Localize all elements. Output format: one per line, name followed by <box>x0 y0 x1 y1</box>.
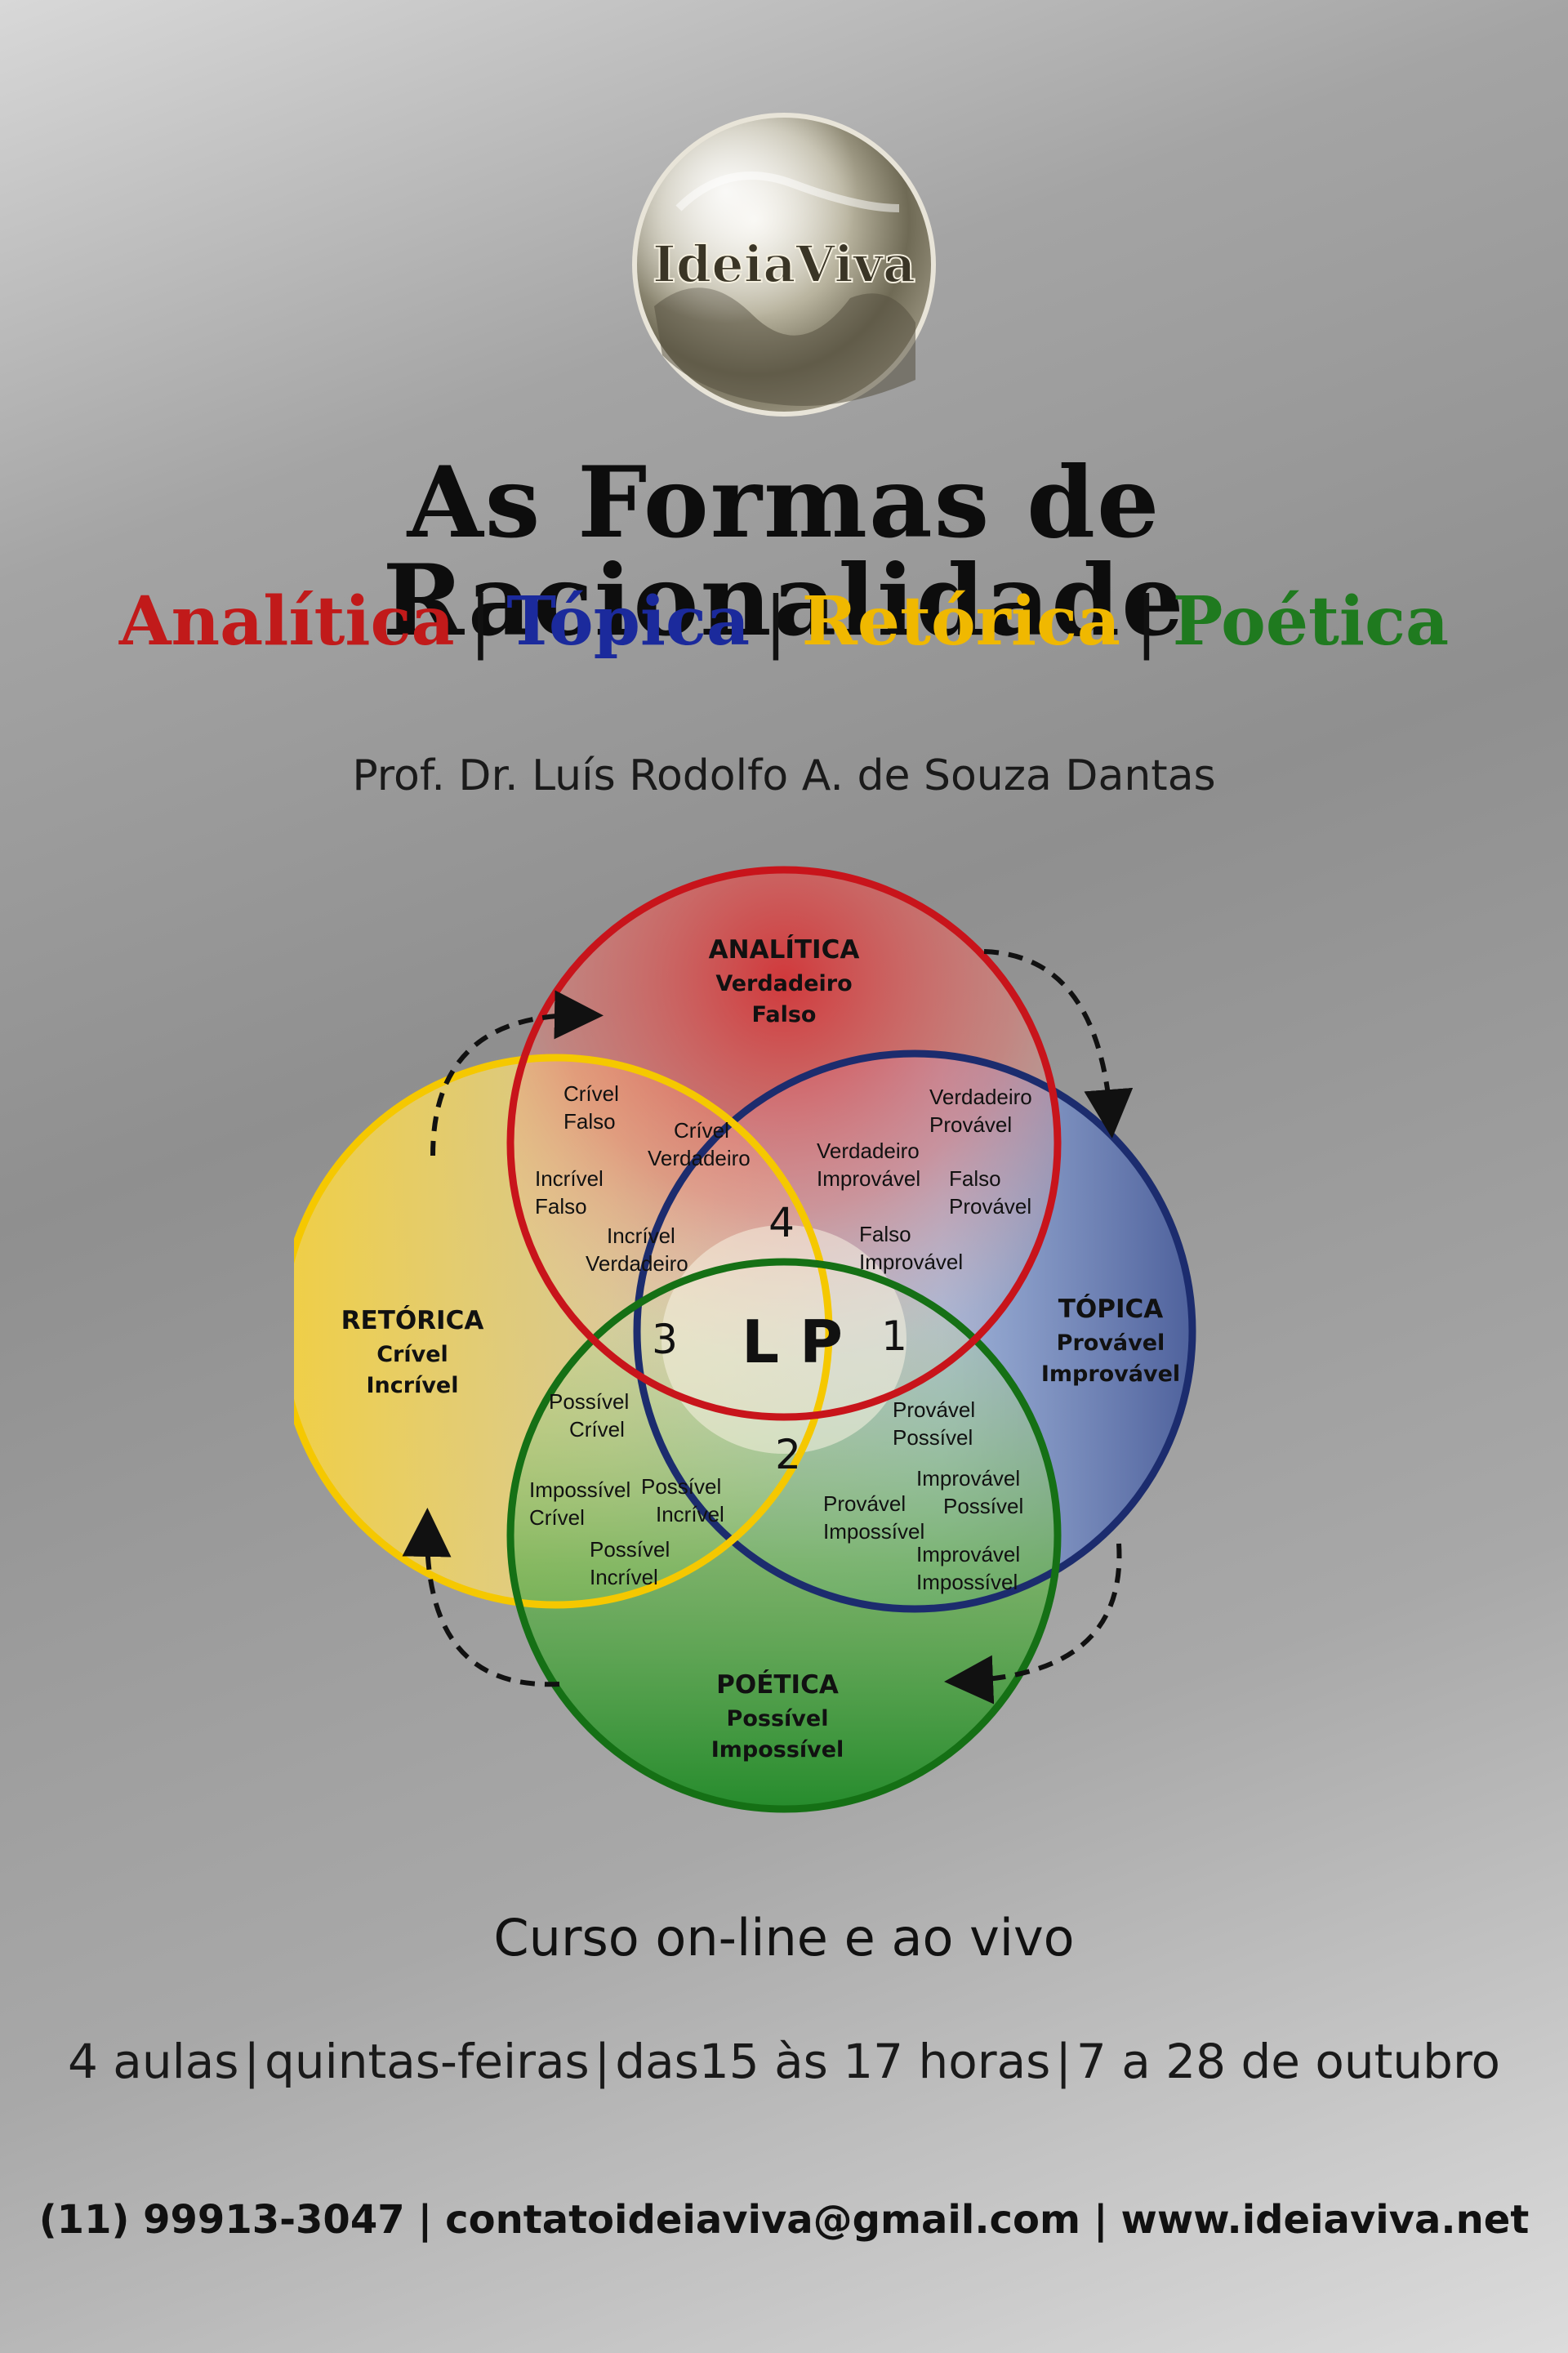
forms-subtitle: Analítica|Tópica|Retórica|Poética <box>0 588 1568 656</box>
analitica-title: ANALÍTICA <box>709 935 860 965</box>
topica-circle <box>633 1049 1196 1613</box>
subtitle-topica: Tópica <box>506 582 751 661</box>
region-at1-line1: Verdadeiro <box>929 1085 1032 1109</box>
region-ar3-line2: Falso <box>535 1194 587 1219</box>
region-rp1-line2: Crível <box>569 1417 625 1442</box>
region-at2-line2: Improvável <box>817 1166 920 1191</box>
schedule-sessions: 4 aulas <box>67 2034 239 2089</box>
schedule-hours: das15 às 17 horas <box>615 2034 1051 2089</box>
region-rp4-line2: Incrível <box>590 1565 658 1589</box>
analitica-label: ANALÍTICA Verdadeiro Falso <box>709 935 860 1027</box>
topica-line2: Improvável <box>1041 1361 1180 1387</box>
analitica-circle-fill <box>510 870 1058 1417</box>
region-rp2-line2: Crível <box>529 1505 585 1530</box>
topica-line1: Provável <box>1057 1330 1165 1356</box>
region-ar4-line2: Verdadeiro <box>586 1251 688 1276</box>
region-rp3-line1: Possível <box>641 1474 721 1499</box>
region-tp2-line1: Improvável <box>916 1466 1020 1491</box>
analitica-line2: Falso <box>752 1002 817 1027</box>
contact-email[interactable]: contatoideiaviva@gmail.com <box>445 2197 1080 2243</box>
region-ar2-line2: Verdadeiro <box>648 1146 751 1170</box>
topica-label: TÓPICA Provável Improvável <box>1041 1294 1180 1387</box>
subtitle-separator: | <box>469 583 492 661</box>
cycle-arrow-bottom-right <box>944 1543 1122 1705</box>
retorica-title: RETÓRICA <box>341 1305 484 1335</box>
poetica-line1: Possível <box>727 1706 829 1731</box>
contact-separator: | <box>1094 2197 1108 2243</box>
subtitle-analitica: Analítica <box>118 582 455 661</box>
region-tp4-line2: Impossível <box>916 1570 1018 1594</box>
poetica-line2: Impossível <box>711 1737 844 1763</box>
region-rp2-line1: Impossível <box>529 1477 630 1502</box>
cycle-arrow-top-left <box>430 990 604 1156</box>
poetica-title: POÉTICA <box>716 1670 839 1700</box>
schedule-separator: | <box>1055 2034 1071 2089</box>
region-ar1-line1: Crível <box>564 1081 619 1106</box>
analitica-line1: Verdadeiro <box>715 971 852 996</box>
schedule-dates: 7 a 28 de outubro <box>1076 2034 1501 2089</box>
region-tp3-line1: Provável <box>823 1491 906 1516</box>
region-tp2-line2: Possível <box>943 1494 1023 1518</box>
center-highlight <box>662 1225 906 1454</box>
region-at1-line2: Provável <box>929 1112 1012 1137</box>
region-ar1-line2: Falso <box>564 1109 616 1134</box>
region-at3-line2: Provável <box>949 1194 1031 1219</box>
ideiaviva-logo: IdeiaViva <box>632 113 936 417</box>
cycle-arrow-bottom-left <box>402 1508 560 1687</box>
rationality-venn-diagram: ANALÍTICA Verdadeiro Falso TÓPICA Prováv… <box>294 866 1196 1813</box>
retorica-line2: Incrível <box>366 1373 458 1398</box>
region-ar4-line1: Incrível <box>607 1223 675 1248</box>
poetica-label: POÉTICA Possível Impossível <box>711 1670 844 1763</box>
retorica-label: RETÓRICA Crível Incrível <box>341 1305 484 1398</box>
region-tp1-line2: Possível <box>893 1425 973 1450</box>
subtitle-poetica: Poética <box>1172 582 1450 661</box>
region-rp1-line1: Possível <box>549 1389 629 1414</box>
region-at2-line1: Verdadeiro <box>817 1139 920 1163</box>
retorica-line1: Crível <box>376 1342 448 1367</box>
region-at4-line2: Improvável <box>859 1250 963 1274</box>
contact-website[interactable]: www.ideiaviva.net <box>1120 2197 1530 2243</box>
region-at3-line1: Falso <box>949 1166 1001 1191</box>
page-title: As Formas de Racionalidade <box>382 445 1186 658</box>
poetica-circle <box>506 1258 1062 1813</box>
course-schedule: 4 aulas|quintas-feiras|das15 às 17 horas… <box>0 2034 1568 2089</box>
region-ar2-line1: Crível <box>674 1118 729 1143</box>
contact-phone[interactable]: (11) 99913-3047 <box>38 2197 405 2243</box>
center-lp-label: L P <box>742 1308 843 1376</box>
schedule-days: quintas-feiras <box>265 2034 590 2089</box>
logo-text: IdeiaViva <box>653 234 915 294</box>
topica-title: TÓPICA <box>1058 1294 1164 1324</box>
region-rp4-line1: Possível <box>590 1537 670 1562</box>
schedule-separator: | <box>243 2034 261 2089</box>
region-number-3: 3 <box>652 1316 678 1363</box>
schedule-separator: | <box>594 2034 611 2089</box>
region-tp1-line1: Provável <box>893 1397 975 1422</box>
subtitle-separator: | <box>764 583 787 661</box>
subtitle-retorica: Retórica <box>801 582 1121 661</box>
region-rp3-line2: Incrível <box>656 1502 724 1526</box>
retorica-circle <box>294 1054 833 1609</box>
region-at4-line1: Falso <box>859 1222 911 1246</box>
region-number-4: 4 <box>768 1199 795 1246</box>
contact-line: (11) 99913-3047 | contatoideiaviva@gmail.c… <box>0 2197 1568 2243</box>
region-tp4-line1: Improvável <box>916 1542 1020 1566</box>
region-tp3-line2: Impossível <box>823 1519 924 1544</box>
region-number-1: 1 <box>881 1312 907 1360</box>
region-ar3-line1: Incrível <box>535 1166 604 1191</box>
course-format: Curso on-line e ao vivo <box>493 1908 1075 1968</box>
analitica-circle <box>506 866 1062 1421</box>
professor-name: Prof. Dr. Luís Rodolfo A. de Souza Danta… <box>352 751 1216 800</box>
subtitle-separator: | <box>1135 583 1158 661</box>
contact-separator: | <box>417 2197 433 2243</box>
region-number-2: 2 <box>775 1431 801 1478</box>
cycle-arrow-top-right <box>983 949 1134 1139</box>
